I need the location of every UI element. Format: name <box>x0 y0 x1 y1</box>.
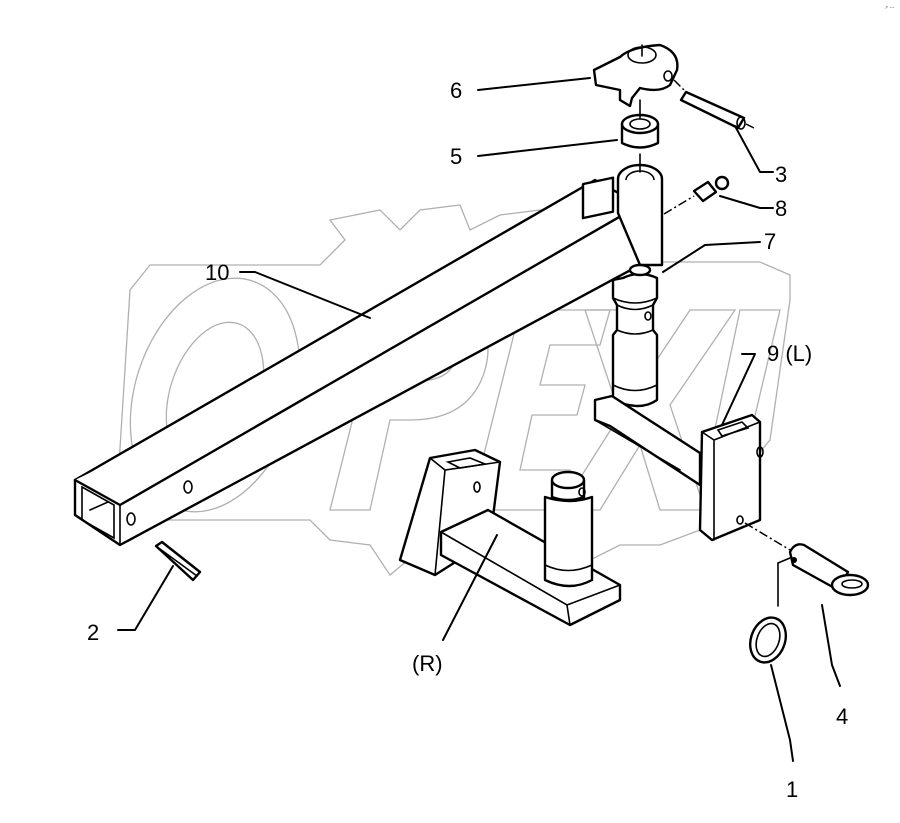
part-2-roll-pin[interactable] <box>154 540 202 582</box>
part-9-bracket-left[interactable] <box>593 394 791 551</box>
callout-2[interactable]: 2 <box>87 620 99 645</box>
corner-mark: ↗ --- <box>884 5 895 11</box>
callout-4[interactable]: 4 <box>836 704 848 729</box>
callout-9-left[interactable]: 9 (L) <box>767 341 812 366</box>
part-3-spring-pin[interactable] <box>673 79 755 130</box>
callout-3[interactable]: 3 <box>775 162 787 187</box>
part-r-bracket-right[interactable] <box>398 448 622 627</box>
callout-1[interactable]: 1 <box>786 777 798 802</box>
callout-5[interactable]: 5 <box>450 144 462 169</box>
leader-lines <box>117 77 841 762</box>
callout-6[interactable]: 6 <box>450 78 462 103</box>
callout-r[interactable]: (R) <box>412 651 443 676</box>
callout-10[interactable]: 10 <box>205 260 229 285</box>
callout-7[interactable]: 7 <box>764 229 776 254</box>
callout-8[interactable]: 8 <box>775 196 787 221</box>
part-5-bushing[interactable] <box>620 99 660 173</box>
part-7-pivot-shaft[interactable] <box>611 263 659 408</box>
part-1-retaining-clip[interactable] <box>744 557 792 667</box>
part-4-lynch-pin[interactable] <box>788 543 870 597</box>
part-6-clamp-lever[interactable] <box>592 43 679 108</box>
callout-labels: 6 5 3 8 7 9 (L) 10 2 (R) 4 1 ↗ --- <box>87 5 895 802</box>
part-8-grease-nipple[interactable] <box>663 175 730 215</box>
